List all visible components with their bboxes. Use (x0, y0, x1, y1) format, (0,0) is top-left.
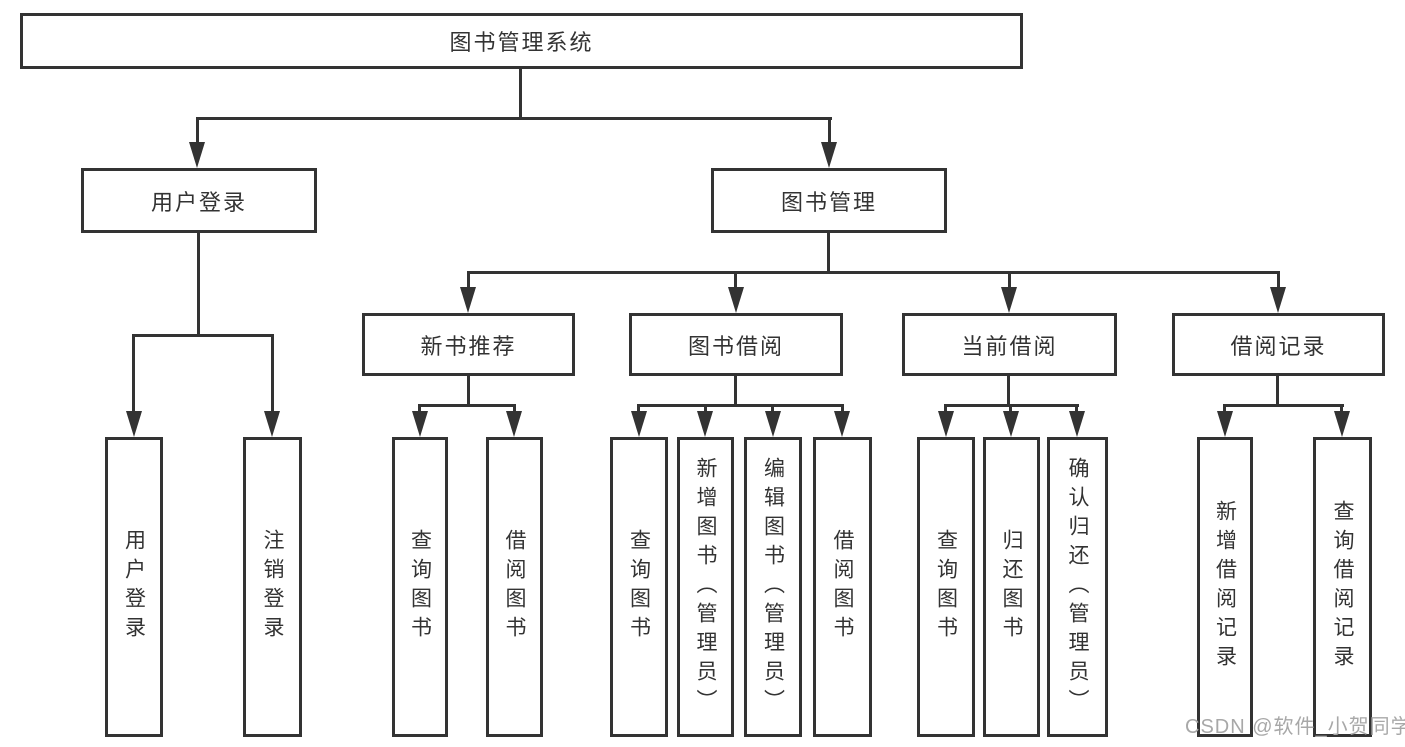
node-root: 图书管理系统 (20, 13, 1023, 69)
arrowhead-bb-query-icon (631, 411, 647, 437)
connector-records-vline (1276, 376, 1279, 407)
arrowhead-bb-edit-icon (765, 411, 781, 437)
connector-current-shaft (1008, 271, 1011, 291)
leaf-bb-borrow-books: 借阅图书 (813, 437, 872, 737)
node-book-borrow: 图书借阅 (629, 313, 843, 376)
connector-root-vline (519, 69, 522, 119)
leaf-rc-add-record-label: 新增借阅记录 (1213, 500, 1237, 674)
leaf-bb-query-books: 查询图书 (610, 437, 668, 737)
leaf-cb-query-books: 查询图书 (917, 437, 975, 737)
connector-root-hline (196, 117, 832, 120)
connector-new-book-shaft (467, 271, 470, 291)
node-user-login-label: 用户登录 (150, 189, 247, 215)
leaf-nb-borrow-books: 借阅图书 (486, 437, 543, 737)
arrowhead-user-login-icon (189, 142, 205, 168)
arrowhead-records-icon (1270, 287, 1286, 313)
connector-rc-query-shaft (1340, 404, 1343, 414)
leaf-cb-confirm-return-admin-label: 确认归还（管理员） (1066, 456, 1090, 718)
arrowhead-bb-borrow-icon (834, 411, 850, 437)
connector-borrow-vline (734, 376, 737, 407)
connector-borrow-shaft (734, 271, 737, 291)
leaf-cb-confirm-return-admin: 确认归还（管理员） (1047, 437, 1108, 737)
leaf-cb-return-books: 归还图书 (983, 437, 1040, 737)
connector-bb-query-shaft (637, 404, 640, 414)
node-book-borrow-label: 图书借阅 (687, 333, 784, 359)
connector-rc-add-shaft (1223, 404, 1226, 414)
connector-user-login-hline (132, 334, 274, 337)
node-borrow-records: 借阅记录 (1172, 313, 1385, 376)
connector-bb-borrow-shaft (841, 404, 844, 414)
arrowhead-cb-return-icon (1003, 411, 1019, 437)
leaf-rc-query-record: 查询借阅记录 (1313, 437, 1372, 737)
connector-ul-login-shaft (132, 334, 135, 414)
connector-cb-confirm-shaft (1075, 404, 1078, 414)
connector-records-shaft (1277, 271, 1280, 291)
leaf-bb-add-books-admin-label: 新增图书（管理员） (694, 456, 718, 718)
arrowhead-nb-query-icon (412, 411, 428, 437)
connector-borrow-hline (637, 404, 844, 407)
arrowhead-cb-confirm-icon (1069, 411, 1085, 437)
node-current-borrow-label: 当前借阅 (961, 333, 1058, 359)
leaf-bb-query-books-label: 查询图书 (627, 529, 651, 645)
leaf-logout-label: 注销登录 (261, 529, 285, 645)
arrowhead-borrow-icon (728, 287, 744, 313)
leaf-bb-edit-books-admin-label: 编辑图书（管理员） (761, 456, 785, 718)
node-new-book-recommend: 新书推荐 (362, 313, 575, 376)
connector-records-hline (1223, 404, 1344, 407)
connector-book-mgmt-shaft (828, 117, 831, 145)
leaf-bb-edit-books-admin: 编辑图书（管理员） (744, 437, 802, 737)
connector-book-mgmt-vline (827, 233, 830, 274)
arrowhead-new-book-icon (460, 287, 476, 313)
leaf-nb-borrow-books-label: 借阅图书 (503, 529, 527, 645)
arrowhead-ul-logout-icon (264, 411, 280, 437)
arrowhead-rc-query-icon (1334, 411, 1350, 437)
connector-nb-query-shaft (418, 404, 421, 414)
node-borrow-records-label: 借阅记录 (1230, 333, 1327, 359)
leaf-user-login: 用户登录 (105, 437, 163, 737)
connector-user-login-shaft (196, 117, 199, 145)
node-new-book-recommend-label: 新书推荐 (420, 333, 517, 359)
arrowhead-current-icon (1001, 287, 1017, 313)
connector-book-mgmt-hline (467, 271, 1280, 274)
arrowhead-nb-borrow-icon (506, 411, 522, 437)
connector-current-vline (1007, 376, 1010, 407)
connector-new-book-vline (467, 376, 470, 407)
node-root-label: 图书管理系统 (449, 30, 594, 55)
connector-nb-borrow-shaft (513, 404, 516, 414)
connector-bb-edit-shaft (771, 404, 774, 414)
leaf-cb-query-books-label: 查询图书 (934, 529, 958, 645)
leaf-rc-add-record: 新增借阅记录 (1197, 437, 1253, 737)
arrowhead-bb-add-icon (697, 411, 713, 437)
leaf-bb-borrow-books-label: 借阅图书 (831, 529, 855, 645)
csdn-watermark: CSDN @软件_小贺同学 (1185, 716, 1405, 738)
leaf-rc-query-record-label: 查询借阅记录 (1331, 500, 1355, 674)
connector-ul-logout-shaft (271, 334, 274, 414)
arrowhead-cb-query-icon (938, 411, 954, 437)
node-book-management: 图书管理 (711, 168, 947, 233)
node-current-borrow: 当前借阅 (902, 313, 1117, 376)
connector-cb-query-shaft (944, 404, 947, 414)
connector-new-book-hline (418, 404, 516, 407)
leaf-nb-query-books-label: 查询图书 (408, 529, 432, 645)
connector-user-login-vline (197, 233, 200, 337)
arrowhead-ul-login-icon (126, 411, 142, 437)
leaf-nb-query-books: 查询图书 (392, 437, 448, 737)
node-book-management-label: 图书管理 (780, 189, 877, 215)
leaf-cb-return-books-label: 归还图书 (1000, 529, 1024, 645)
leaf-logout: 注销登录 (243, 437, 302, 737)
leaf-user-login-label: 用户登录 (122, 529, 146, 645)
arrowhead-book-mgmt-icon (821, 142, 837, 168)
connector-cb-return-shaft (1009, 404, 1012, 414)
connector-bb-add-shaft (704, 404, 707, 414)
node-user-login: 用户登录 (81, 168, 317, 233)
arrowhead-rc-add-icon (1217, 411, 1233, 437)
leaf-bb-add-books-admin: 新增图书（管理员） (677, 437, 734, 737)
